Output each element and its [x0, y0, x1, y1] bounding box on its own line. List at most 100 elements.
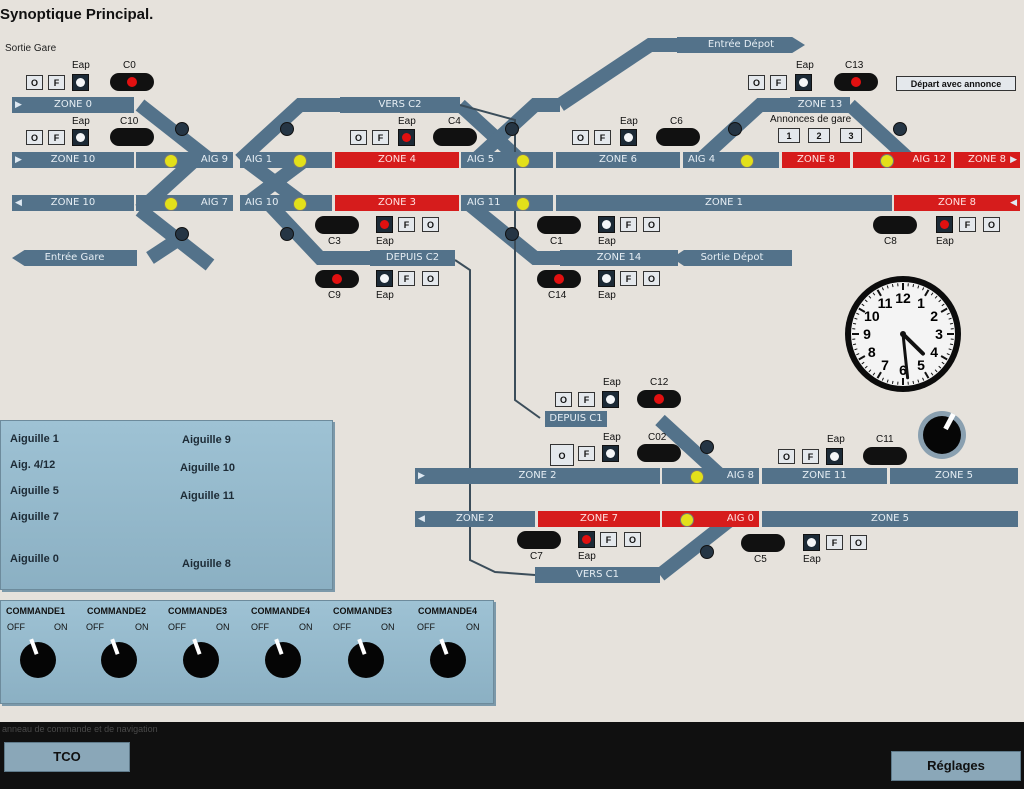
open-button[interactable]: O [643, 217, 660, 232]
open-button[interactable]: O [778, 449, 795, 464]
eap-button[interactable] [936, 216, 953, 233]
close-button[interactable]: F [620, 217, 637, 232]
vers-c2[interactable]: VERS C2 [340, 97, 460, 113]
zone-1[interactable]: ZONE 1 [556, 195, 892, 211]
close-button[interactable]: F [620, 271, 637, 286]
close-button[interactable]: F [802, 449, 819, 464]
zone-3[interactable]: ZONE 3 [335, 195, 459, 211]
aiguille-5[interactable]: Aiguille 5 [10, 485, 59, 497]
zone-4[interactable]: ZONE 4 [335, 152, 459, 168]
aiguille-8[interactable]: Aiguille 8 [182, 558, 231, 570]
zone-0[interactable]: ▶ZONE 0 [12, 97, 134, 113]
depart-annonce-button[interactable]: Départ avec annonce [896, 76, 1016, 91]
open-button[interactable]: O [26, 130, 43, 145]
eap-button[interactable] [795, 74, 812, 91]
close-button[interactable]: F [578, 446, 595, 461]
annonce-1-button[interactable]: 1 [778, 128, 800, 143]
commande-3-knob[interactable] [183, 638, 219, 678]
close-button[interactable]: F [578, 392, 595, 407]
open-button[interactable]: O [350, 130, 367, 145]
close-button[interactable]: F [372, 130, 389, 145]
zone-13[interactable]: ZONE 13 [790, 97, 850, 113]
close-button[interactable]: F [398, 217, 415, 232]
close-button[interactable]: F [594, 130, 611, 145]
zone-5-b[interactable]: ZONE 5 [762, 511, 1018, 527]
reglages-button[interactable]: Réglages [891, 751, 1021, 781]
zone-6[interactable]: ZONE 6 [556, 152, 680, 168]
eap-button[interactable] [376, 270, 393, 287]
open-button[interactable]: O [748, 75, 765, 90]
eap-button[interactable] [72, 129, 89, 146]
aig-4[interactable]: AIG 4 [683, 152, 779, 168]
close-button[interactable]: F [959, 217, 976, 232]
depuis-c2[interactable]: DEPUIS C2 [370, 250, 455, 266]
aig-0[interactable]: AIG 0 [662, 511, 759, 527]
commande-5-knob[interactable] [348, 638, 384, 678]
aiguille-4-12[interactable]: Aig. 4/12 [10, 459, 56, 471]
zone-8-b[interactable]: ZONE 8▶ [954, 152, 1020, 168]
selector-knob[interactable] [918, 411, 966, 459]
open-button[interactable]: O [624, 532, 641, 547]
eap-button[interactable] [602, 445, 619, 462]
eap-button[interactable] [72, 74, 89, 91]
aig-10[interactable]: AIG 10 [240, 195, 332, 211]
eap-button[interactable] [803, 534, 820, 551]
close-button[interactable]: F [48, 130, 65, 145]
commande-1-knob[interactable] [20, 638, 56, 678]
open-button[interactable]: O [850, 535, 867, 550]
zone-8-c[interactable]: ZONE 8◀ [894, 195, 1020, 211]
open-button[interactable]: O [550, 444, 574, 466]
zone-2-b[interactable]: ◀ZONE 2 [415, 511, 535, 527]
zone-10-bottom[interactable]: ◀ZONE 10 [12, 195, 134, 211]
aiguille-10[interactable]: Aiguille 10 [180, 462, 236, 474]
aig-9[interactable]: AIG 9 [136, 152, 233, 168]
aiguille-9[interactable]: Aiguille 9 [182, 434, 231, 446]
aig-7[interactable]: AIG 7 [136, 195, 233, 211]
aig-12[interactable]: AIG 12 [853, 152, 951, 168]
eap-button[interactable] [602, 391, 619, 408]
depuis-c1[interactable]: DEPUIS C1 [545, 411, 607, 427]
aig-5[interactable]: AIG 5 [461, 152, 553, 168]
signal-c4-label: C4 [448, 116, 461, 127]
eap-button[interactable] [578, 531, 595, 548]
aig-11[interactable]: AIG 11 [461, 195, 553, 211]
aig-8[interactable]: AIG 8 [662, 468, 759, 484]
zone-10-top[interactable]: ▶ZONE 10 [12, 152, 134, 168]
open-button[interactable]: O [572, 130, 589, 145]
open-button[interactable]: O [26, 75, 43, 90]
aig-1[interactable]: AIG 1 [240, 152, 332, 168]
open-button[interactable]: O [983, 217, 1000, 232]
tco-button[interactable]: TCO [4, 742, 130, 772]
aiguille-0[interactable]: Aiguille 0 [10, 553, 59, 565]
close-button[interactable]: F [48, 75, 65, 90]
commande-4-knob[interactable] [265, 638, 301, 678]
aiguille-1[interactable]: Aiguille 1 [10, 433, 59, 445]
eap-button[interactable] [376, 216, 393, 233]
close-button[interactable]: F [770, 75, 787, 90]
aiguille-7[interactable]: Aiguille 7 [10, 511, 59, 523]
zone-5-a[interactable]: ZONE 5 [890, 468, 1018, 484]
close-button[interactable]: F [398, 271, 415, 286]
vers-c1[interactable]: VERS C1 [535, 567, 660, 583]
eap-button[interactable] [598, 216, 615, 233]
open-button[interactable]: O [555, 392, 572, 407]
eap-button[interactable] [398, 129, 415, 146]
close-button[interactable]: F [826, 535, 843, 550]
close-button[interactable]: F [600, 532, 617, 547]
commande-6-knob[interactable] [430, 638, 466, 678]
zone-11[interactable]: ZONE 11 [762, 468, 887, 484]
aiguille-11[interactable]: Aiguille 11 [180, 490, 235, 502]
zone-7[interactable]: ZONE 7 [538, 511, 660, 527]
commande-2-knob[interactable] [101, 638, 137, 678]
annonce-3-button[interactable]: 3 [840, 128, 862, 143]
eap-button[interactable] [826, 448, 843, 465]
eap-button[interactable] [620, 129, 637, 146]
zone-14[interactable]: ZONE 14 [560, 250, 678, 266]
annonce-2-button[interactable]: 2 [808, 128, 830, 143]
zone-8-a[interactable]: ZONE 8 [782, 152, 850, 168]
eap-button[interactable] [598, 270, 615, 287]
open-button[interactable]: O [422, 217, 439, 232]
open-button[interactable]: O [422, 271, 439, 286]
open-button[interactable]: O [643, 271, 660, 286]
zone-2-a[interactable]: ▶ZONE 2 [415, 468, 660, 484]
